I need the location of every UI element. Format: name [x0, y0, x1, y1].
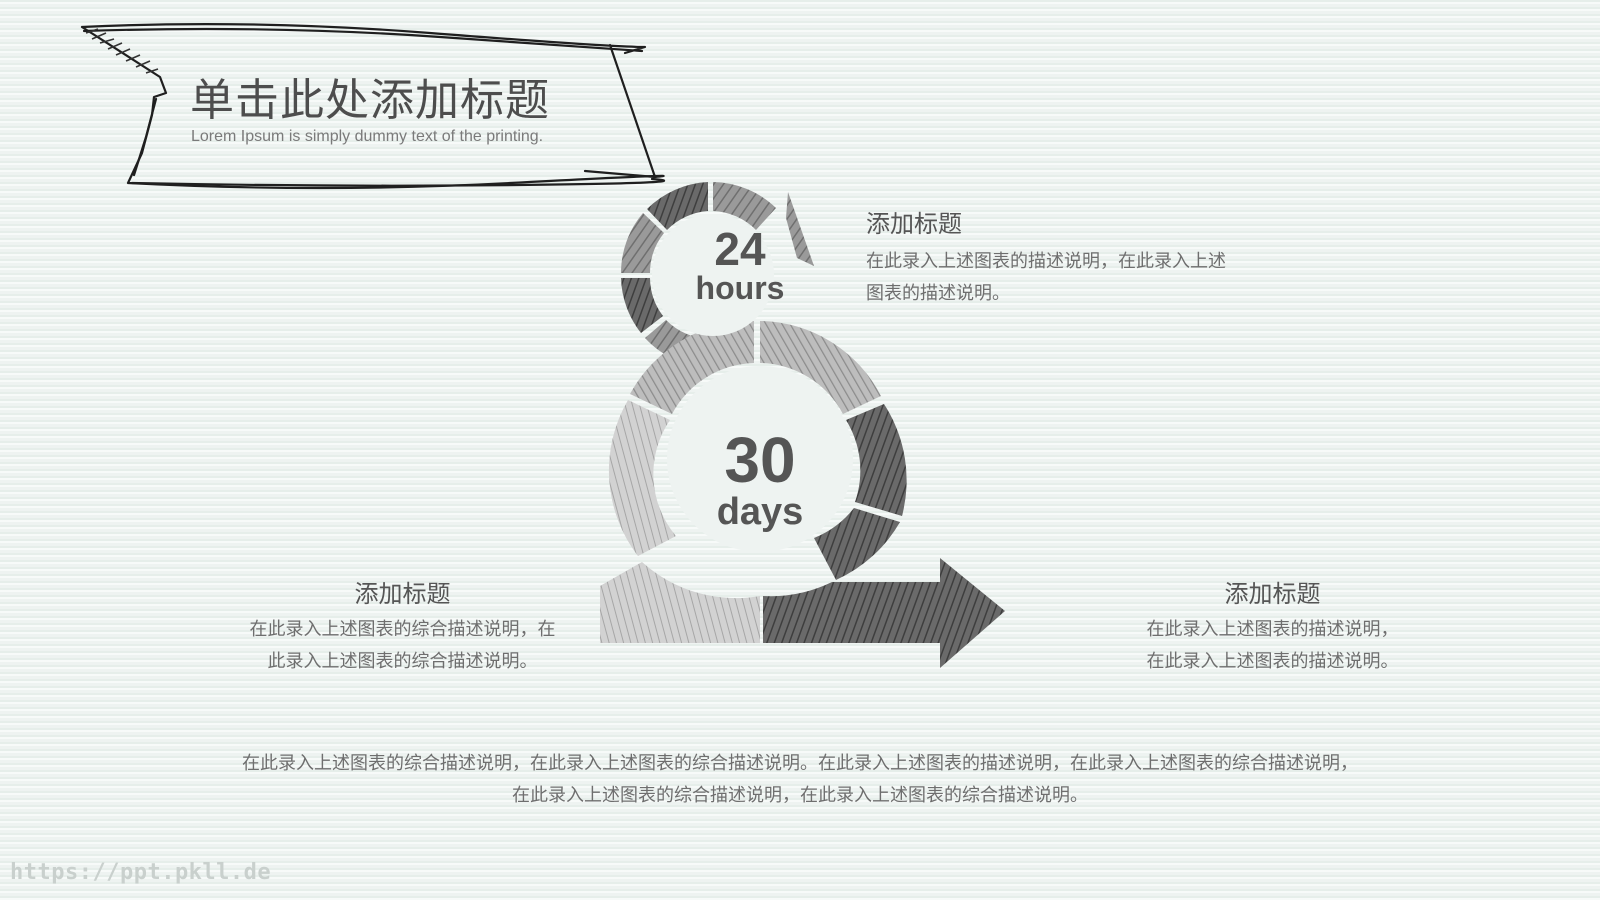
small-loop-segment-3 — [621, 213, 664, 273]
large-ring — [608, 320, 907, 580]
small-loop-segment-2 — [647, 182, 708, 230]
right-block-desc-line-2: 在此录入上述图表的描述说明。 — [1146, 651, 1399, 672]
left-block-desc-line-1: 在此录入上述图表的综合描述说明，在 — [249, 619, 556, 640]
ring-segment-5 — [608, 400, 676, 556]
page-title: 单击此处添加标题 — [190, 75, 550, 126]
ring-segment-1 — [760, 321, 881, 414]
small-cycle-number: 24 — [714, 223, 766, 275]
cycle-diagram — [600, 182, 1005, 668]
base-arrow-right — [763, 558, 1005, 668]
watermark-url: https://ppt.pkll.de — [10, 860, 272, 885]
ring-center — [667, 366, 853, 552]
small-loop-center — [652, 214, 774, 336]
top-right-desc-line-2: 图表的描述说明。 — [866, 283, 1010, 304]
banner-ribbon — [80, 22, 666, 190]
small-loop-arrowhead — [786, 192, 814, 266]
left-block-title: 添加标题 — [354, 580, 451, 608]
small-loop-segment-4 — [621, 278, 663, 333]
right-block-desc-line-1: 在此录入上述图表的描述说明， — [1146, 619, 1399, 640]
small-cycle-unit: hours — [695, 270, 785, 306]
small-loop — [621, 182, 814, 368]
top-right-desc-line-1: 在此录入上述图表的描述说明，在此录入上述 — [866, 251, 1226, 272]
footer-description: 在此录入上述图表的综合描述说明，在此录入上述图表的综合描述说明。在此录入上述图表… — [100, 748, 1500, 812]
base-bar-left — [600, 562, 760, 643]
left-block-description: 在此录入上述图表的综合描述说明，在 此录入上述图表的综合描述说明。 — [220, 614, 585, 678]
large-cycle-unit: days — [716, 491, 804, 533]
left-block-desc-line-2: 此录入上述图表的综合描述说明。 — [267, 651, 538, 672]
page-subtitle: Lorem Ipsum is simply dummy text of the … — [191, 128, 544, 145]
right-block-description: 在此录入上述图表的描述说明， 在此录入上述图表的描述说明。 — [1120, 614, 1425, 678]
large-cycle-number: 30 — [724, 424, 796, 496]
right-block-title: 添加标题 — [1224, 580, 1321, 608]
footer-line-1: 在此录入上述图表的综合描述说明，在此录入上述图表的综合描述说明。在此录入上述图表… — [242, 753, 1358, 774]
ring-segment-4 — [630, 320, 754, 414]
small-loop-segment-1 — [713, 182, 776, 230]
top-right-description: 在此录入上述图表的描述说明，在此录入上述 图表的描述说明。 — [866, 246, 1296, 310]
top-right-title: 添加标题 — [866, 210, 962, 238]
footer-line-2: 在此录入上述图表的综合描述说明，在此录入上述图表的综合描述说明。 — [512, 785, 1088, 806]
ring-segment-2 — [846, 404, 907, 516]
ring-segment-3 — [814, 508, 900, 580]
